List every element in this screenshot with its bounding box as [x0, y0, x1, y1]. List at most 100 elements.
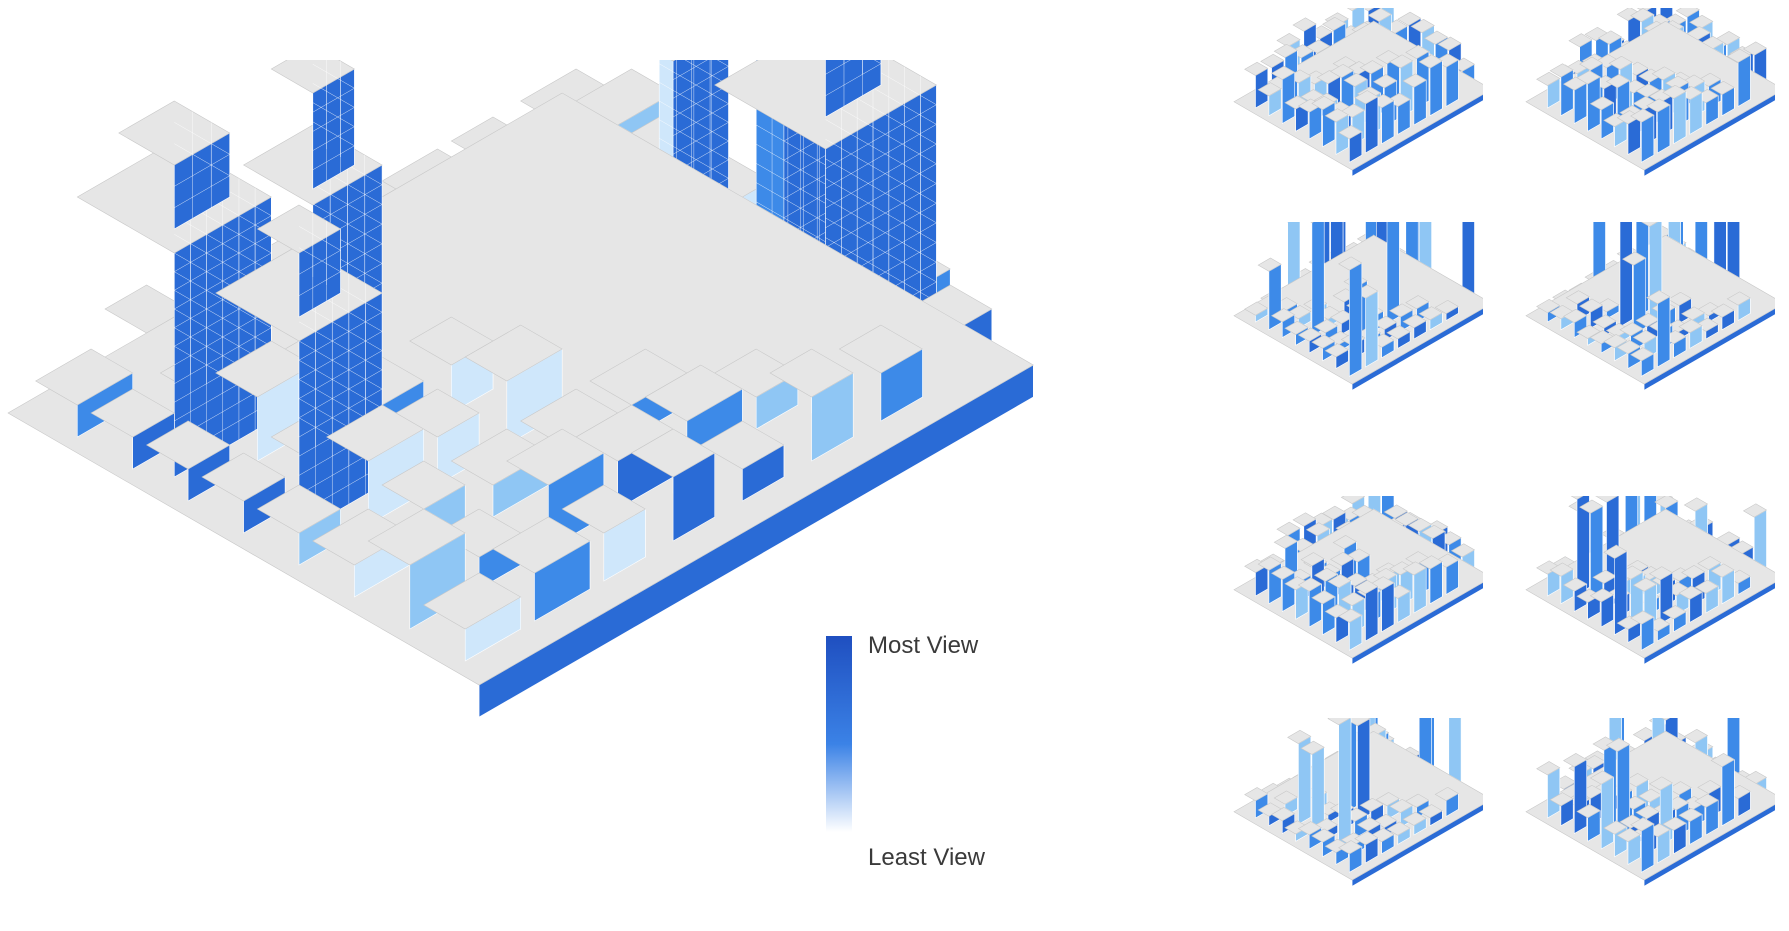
city-block-thumbnail-icon	[1525, 439, 1785, 665]
thumb-block-48	[1300, 740, 1325, 833]
thumb-block-59	[1662, 816, 1687, 855]
thumb-block-44	[1418, 306, 1443, 331]
thumb-block-62	[1354, 89, 1379, 154]
thumb-block-62	[1354, 830, 1379, 864]
thumb-block-64	[1338, 608, 1363, 651]
thumbnail-4-svg	[1525, 138, 1785, 391]
thumb-block-55	[1386, 821, 1411, 845]
thumb-block-44	[1418, 54, 1443, 117]
thumb-block-50	[1402, 313, 1427, 340]
thumb-block-43	[1257, 82, 1282, 117]
thumb-block-40	[1346, 711, 1371, 822]
thumb-block-36	[1726, 48, 1751, 108]
thumb-block-44	[1418, 555, 1443, 605]
city-block-thumbnail-icon	[1233, 472, 1493, 665]
thumb-block-39	[1375, 196, 1400, 325]
thumb-block-44	[1710, 563, 1735, 605]
legend-most-view-label: Most View	[868, 632, 979, 659]
thumb-block-55	[1678, 318, 1703, 349]
thumbnail-6	[1520, 439, 1785, 696]
thumbnail-3-svg	[1233, 146, 1493, 391]
city-block-thumbnail-icon	[1233, 0, 1493, 177]
thumb-block-50	[1694, 579, 1719, 614]
legend-gradient-bar	[826, 636, 852, 832]
thumb-block-59	[1662, 84, 1687, 145]
thumbnail-1	[1228, 0, 1493, 208]
thumb-block-43	[1549, 792, 1574, 827]
low-rise-block-67	[630, 428, 716, 542]
thumb-block-37	[1536, 71, 1561, 109]
thumb-block-63	[1324, 108, 1350, 156]
thumbnail-8	[1520, 687, 1785, 918]
thumb-block-61	[1311, 589, 1336, 636]
thumb-block-53	[1605, 737, 1631, 841]
thumbnail-1-svg	[1233, 0, 1493, 177]
thumb-block-59	[1662, 604, 1687, 633]
tower-block-50	[270, 44, 356, 190]
thumbnail-2	[1520, 0, 1785, 208]
thumb-block-44	[1710, 303, 1735, 331]
thumb-block-36	[1434, 53, 1459, 108]
thumbnail-4	[1520, 138, 1785, 422]
thumb-block-62	[1646, 98, 1671, 154]
thumbnail-2-svg	[1525, 0, 1785, 177]
tower-block-49	[118, 100, 231, 230]
thumb-block-50	[1694, 793, 1719, 836]
thumbnail-3	[1228, 146, 1493, 422]
thumb-block-62	[1646, 289, 1671, 368]
city-block-thumbnail-icon	[1233, 637, 1493, 887]
thumb-block-44	[1710, 80, 1735, 117]
thumb-block-64	[1338, 256, 1363, 377]
low-rise-block-53	[769, 348, 854, 462]
thumb-block-64	[1630, 610, 1655, 651]
thumb-block-64	[1338, 839, 1363, 873]
thumb-block-62	[1354, 579, 1379, 642]
thumb-block-37	[1536, 560, 1561, 597]
thumbnail-5	[1228, 472, 1493, 696]
thumb-block-50	[1402, 561, 1427, 614]
thumbnail-8-svg	[1525, 687, 1785, 887]
low-rise-block-55	[90, 388, 175, 470]
thumb-block-55	[1678, 585, 1703, 623]
thumb-block-44	[1418, 803, 1443, 827]
low-rise-block-76	[423, 572, 522, 662]
thumb-block-49	[1271, 806, 1296, 835]
main-city-blocks	[7, 0, 1034, 718]
tower-block-63	[256, 204, 342, 318]
thumb-block-64	[1630, 817, 1655, 873]
thumb-block-55	[1386, 325, 1411, 349]
thumb-block-36	[1434, 299, 1459, 322]
thumb-block-64	[1630, 108, 1655, 163]
thumb-block-45	[1389, 303, 1414, 332]
thumb-block-44	[1710, 752, 1735, 827]
thumbnail-7	[1228, 637, 1493, 918]
thumb-block-36	[1726, 291, 1751, 322]
thumbnail-6-svg	[1525, 439, 1785, 665]
thumb-block-64	[1630, 347, 1655, 377]
city-block-thumbnail-icon	[1525, 0, 1785, 177]
low-rise-block-41	[838, 324, 924, 422]
thumb-block-62	[1354, 284, 1379, 368]
low-rise-block-60	[700, 420, 785, 502]
legend-least-view-label: Least View	[868, 844, 985, 871]
thumb-block-38	[1405, 793, 1430, 819]
thumbnail-5-svg	[1233, 472, 1493, 665]
thumb-block-63	[1324, 343, 1350, 370]
thumb-block-54	[1576, 803, 1601, 842]
city-block-thumbnail-icon	[1525, 138, 1785, 391]
thumb-block-37	[1244, 301, 1269, 323]
city-block-thumbnail-icon	[1233, 146, 1493, 391]
city-block-thumbnail-icon	[1525, 687, 1785, 887]
thumbnail-7-svg	[1233, 637, 1493, 887]
thumb-block-50	[1402, 73, 1427, 126]
low-rise-block-74	[492, 516, 591, 622]
thumb-block-64	[1338, 124, 1363, 163]
thumb-block-55	[1678, 807, 1703, 845]
thumb-block-36	[1434, 786, 1459, 818]
thumb-block-58	[1589, 588, 1615, 628]
thumb-block-47	[1622, 251, 1647, 335]
thumb-block-50	[1402, 811, 1427, 836]
thumb-block-59	[1370, 576, 1395, 633]
thumb-block-63	[1616, 827, 1642, 866]
thumb-block-45	[1389, 798, 1414, 828]
